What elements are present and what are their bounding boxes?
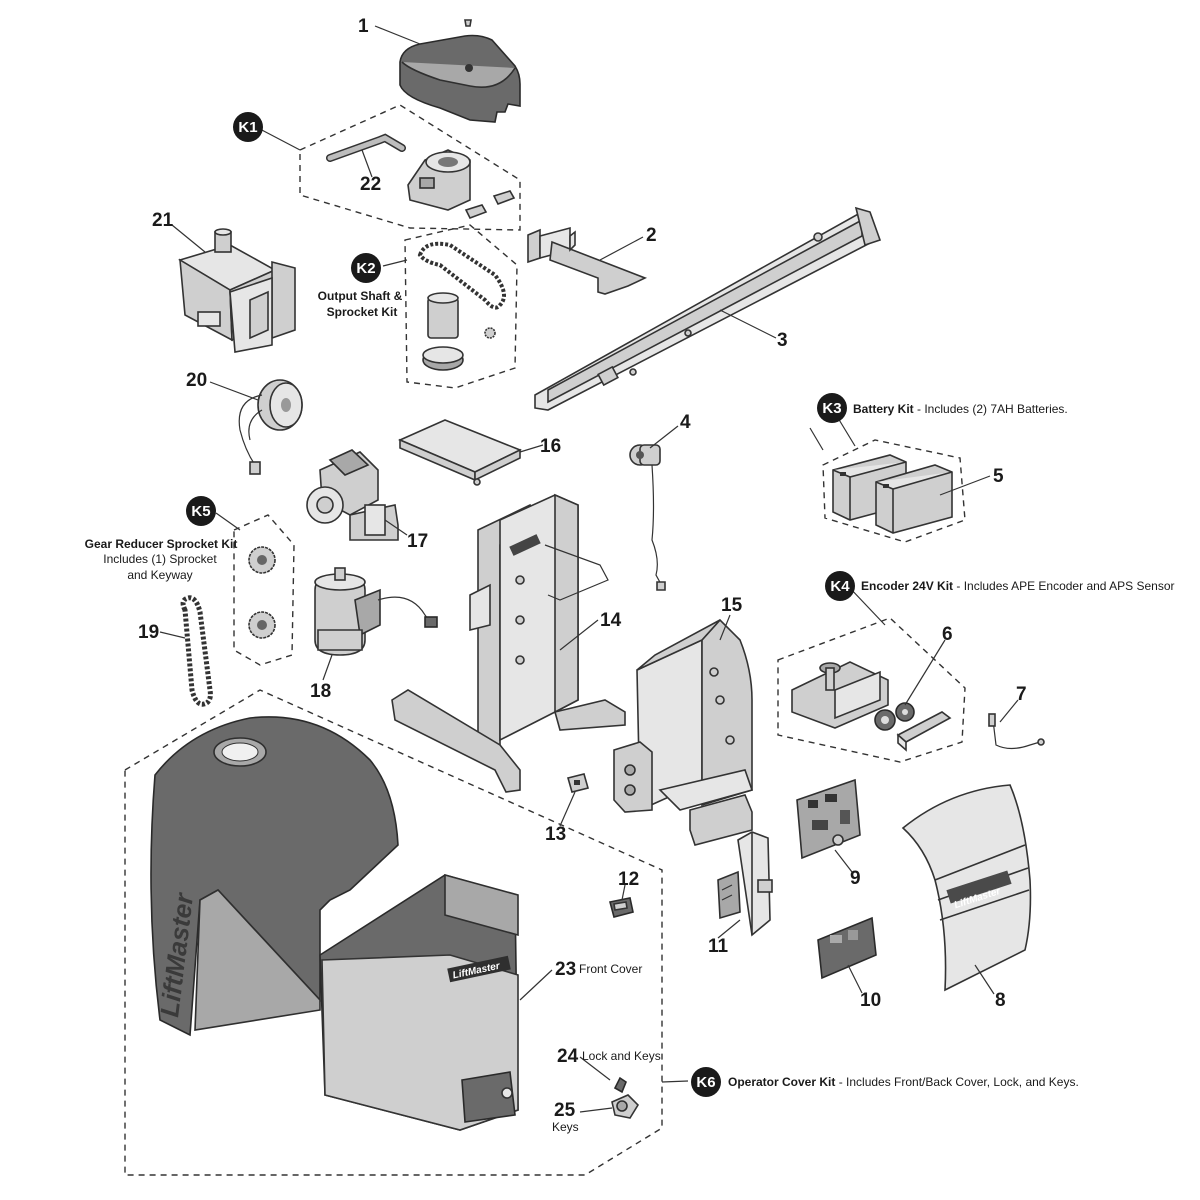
svg-text:K5: K5 bbox=[191, 503, 210, 520]
kit-k3-badge: K3 bbox=[817, 393, 847, 423]
kit-k1-badge: K1 bbox=[233, 112, 263, 142]
kit-k5-badge: K5 bbox=[186, 496, 216, 526]
callout-11: 11 bbox=[708, 936, 729, 957]
kit-k3-desc: - Includes (2) 7AH Batteries. bbox=[914, 402, 1068, 416]
svg-text:K2: K2 bbox=[356, 260, 375, 277]
callout-14: 14 bbox=[600, 610, 622, 631]
kit-k4-outline bbox=[777, 617, 966, 763]
callout-numbers: 1 2 3 4 5 6 7 8 9 10 11 12 13 14 15 16 1… bbox=[138, 16, 1027, 1121]
callout-1: 1 bbox=[358, 16, 369, 37]
part-sprockets bbox=[248, 546, 276, 639]
part-lock-keys bbox=[611, 1076, 640, 1119]
kit-k2-title-line1: Output Shaft & bbox=[318, 289, 403, 303]
label-keys: Keys bbox=[552, 1120, 579, 1134]
kit-k6-badge: K6 bbox=[691, 1067, 721, 1097]
callout-4: 4 bbox=[680, 412, 691, 433]
kit-k4-label: Encoder 24V Kit - Includes APE Encoder a… bbox=[861, 579, 1175, 593]
callout-13: 13 bbox=[545, 824, 566, 845]
kit-k2-badge: K2 bbox=[351, 253, 381, 283]
part-motor-small bbox=[238, 379, 303, 475]
label-lock-and-keys: Lock and Keys bbox=[582, 1049, 661, 1063]
kit-k3-outline bbox=[822, 439, 966, 543]
kit-k4-title: Encoder 24V Kit bbox=[861, 579, 953, 593]
callout-10: 10 bbox=[860, 990, 881, 1011]
part-gear-reducer bbox=[306, 449, 399, 541]
kit-k2-outline bbox=[404, 224, 518, 389]
callout-2: 2 bbox=[646, 225, 657, 246]
part-output-shaft-sprocket bbox=[417, 241, 506, 371]
part-mounting-bracket bbox=[527, 226, 648, 295]
callout-22: 22 bbox=[360, 174, 381, 195]
callout-17: 17 bbox=[407, 531, 428, 552]
callout-15: 15 bbox=[721, 595, 743, 616]
kit-k2-title-line2: Sprocket Kit bbox=[327, 305, 398, 319]
kit-k6-desc: - Includes Front/Back Cover, Lock, and K… bbox=[835, 1075, 1078, 1089]
svg-text:K4: K4 bbox=[830, 578, 850, 595]
label-front-cover: Front Cover bbox=[579, 962, 642, 976]
part-chain bbox=[180, 595, 213, 707]
part-control-board bbox=[796, 778, 861, 860]
part-electrical-box bbox=[613, 618, 754, 846]
callout-8: 8 bbox=[995, 990, 1006, 1011]
part-connector-block bbox=[567, 773, 589, 793]
part-limit-bracket bbox=[717, 831, 773, 937]
callout-7: 7 bbox=[1016, 684, 1027, 705]
part-expansion-board bbox=[817, 916, 877, 980]
kit-k5-desc-line1: Includes (1) Sprocket bbox=[103, 552, 217, 566]
part-rocker-switch bbox=[609, 897, 634, 918]
callout-16: 16 bbox=[540, 436, 561, 457]
leader-lines bbox=[159, 25, 1019, 1113]
kit-k4-desc: - Includes APE Encoder and APS Sensor bbox=[953, 579, 1174, 593]
callout-5: 5 bbox=[993, 466, 1004, 487]
callout-21: 21 bbox=[152, 210, 174, 231]
callout-18: 18 bbox=[310, 681, 331, 702]
kit-k6-title: Operator Cover Kit bbox=[728, 1075, 835, 1089]
part-motor bbox=[314, 567, 438, 656]
part-frame bbox=[391, 493, 626, 793]
callout-19: 19 bbox=[138, 622, 159, 643]
part-encoder bbox=[791, 661, 952, 752]
callout-23: 23 bbox=[555, 959, 576, 980]
kit-k6-outline bbox=[124, 689, 663, 1176]
part-gearbox bbox=[178, 228, 296, 353]
part-labels: Front Cover Lock and Keys Keys bbox=[552, 962, 661, 1134]
part-tray bbox=[397, 419, 522, 486]
svg-text:K1: K1 bbox=[238, 119, 257, 136]
part-operator-cover-back: LiftMaster bbox=[150, 716, 399, 1037]
callout-25: 25 bbox=[554, 1100, 576, 1121]
kit-k1-outline bbox=[299, 104, 521, 231]
callout-20: 20 bbox=[186, 370, 207, 391]
callout-12: 12 bbox=[618, 869, 639, 890]
svg-text:K6: K6 bbox=[696, 1074, 715, 1091]
kit-k5-outline bbox=[233, 514, 295, 666]
part-hex-key-coupler bbox=[326, 133, 516, 220]
part-sensor bbox=[629, 444, 666, 591]
part-batteries bbox=[832, 454, 953, 534]
callout-24: 24 bbox=[557, 1046, 579, 1067]
kit-k4-badge: K4 bbox=[825, 571, 855, 601]
part-operator-cover-front: LiftMaster bbox=[319, 873, 519, 1131]
callout-9: 9 bbox=[850, 868, 861, 889]
kit-k3-label: Battery Kit - Includes (2) 7AH Batteries… bbox=[853, 402, 1068, 416]
kit-k3-title: Battery Kit bbox=[853, 402, 914, 416]
svg-text:K3: K3 bbox=[822, 400, 841, 417]
kit-k6-label: Operator Cover Kit - Includes Front/Back… bbox=[728, 1075, 1079, 1089]
part-back-cover: LiftMaster bbox=[901, 784, 1032, 992]
part-rail bbox=[534, 206, 882, 411]
kit-k5-desc-line2: and Keyway bbox=[127, 568, 192, 582]
kit-k5-title: Gear Reducer Sprocket Kit bbox=[85, 537, 238, 551]
callout-6: 6 bbox=[942, 624, 953, 645]
part-top-cover bbox=[399, 19, 521, 123]
part-sensor-cable bbox=[988, 713, 1045, 750]
callout-3: 3 bbox=[777, 330, 788, 351]
